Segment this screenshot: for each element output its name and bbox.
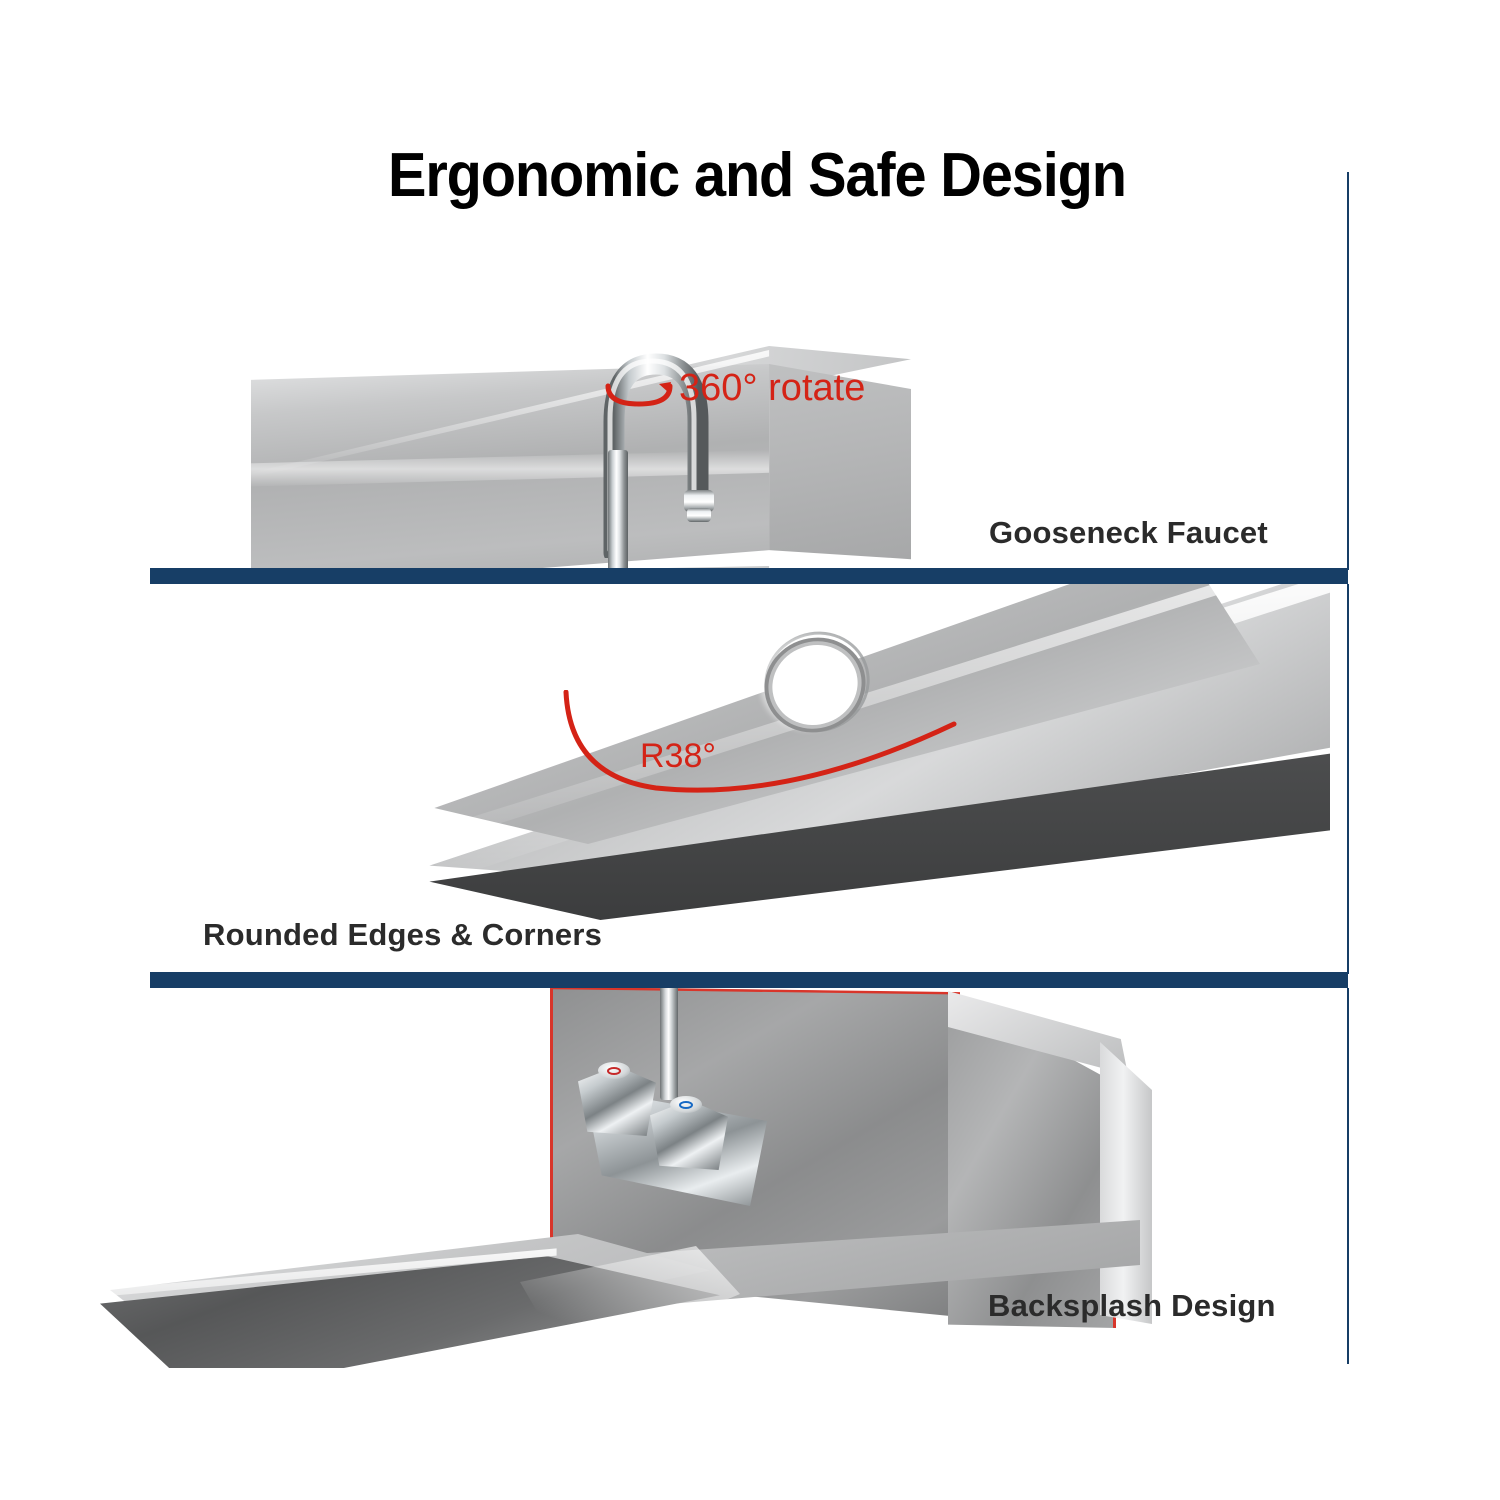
backsplash-faucet-riser xyxy=(660,988,678,1100)
backsplash-red-outline-top xyxy=(550,988,960,995)
backsplash-illustration xyxy=(0,988,1348,1368)
bottom-whitespace xyxy=(0,1368,1500,1500)
rotate-arrow-icon xyxy=(605,382,673,407)
vertical-rule-bottom xyxy=(1347,988,1349,1364)
divider-bar-1 xyxy=(150,568,1348,584)
panel-gooseneck-faucet xyxy=(0,150,1348,570)
caption-rounded-edges: Rounded Edges & Corners xyxy=(203,917,603,952)
vertical-rule-top xyxy=(1347,172,1349,570)
faucet-riser-column xyxy=(608,450,628,570)
caption-backsplash-design: Backsplash Design xyxy=(988,1288,1276,1323)
backsplash-handle-cap-hot-icon xyxy=(598,1062,630,1079)
vertical-rule-middle xyxy=(1347,584,1349,974)
panel-backsplash-design xyxy=(0,988,1348,1368)
faucet-illustration xyxy=(0,150,1348,570)
rotate-annotation-label: 360° rotate xyxy=(679,367,866,409)
caption-gooseneck-faucet: Gooseneck Faucet xyxy=(989,515,1268,550)
radius-annotation-label: R38° xyxy=(640,737,716,775)
page-title: Ergonomic and Safe Design xyxy=(388,141,1127,210)
panel-rounded-edges xyxy=(0,584,1348,974)
sink-corner-illustration xyxy=(0,584,1348,974)
divider-bar-2 xyxy=(150,972,1348,988)
backsplash-handle-cap-cold-icon xyxy=(670,1096,702,1113)
backsplash-side-face xyxy=(769,364,911,560)
backsplash-panel-side xyxy=(1100,1042,1152,1324)
